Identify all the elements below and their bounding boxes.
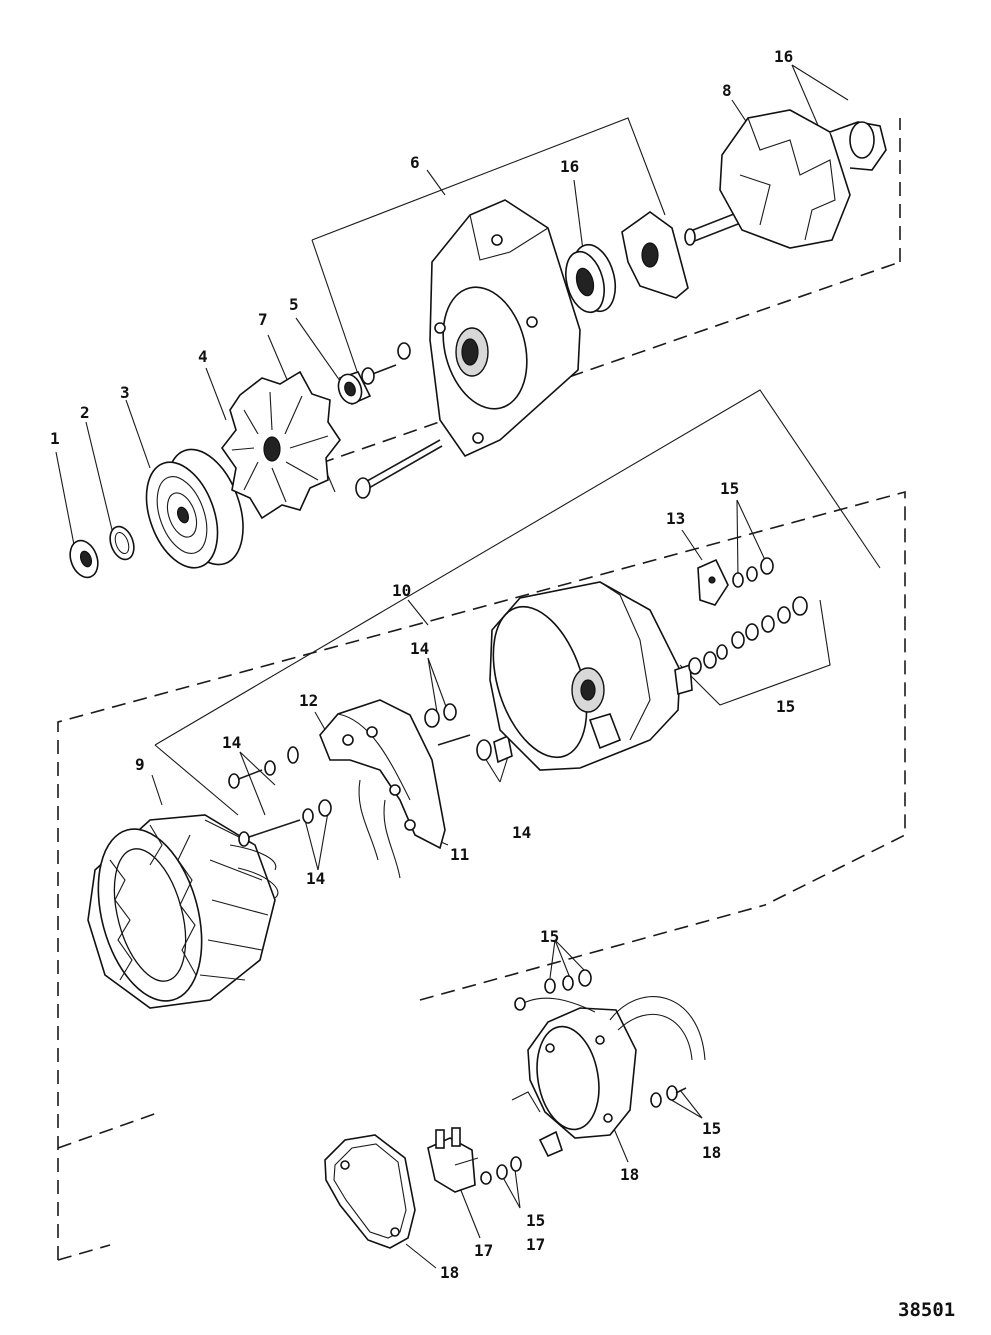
part-18-gasket bbox=[324, 1134, 416, 1249]
part-14-hardware bbox=[228, 703, 513, 847]
callout-15-lower-top: 15 bbox=[540, 927, 559, 946]
callout-16-bearing: 16 bbox=[560, 157, 579, 176]
part-17-brush-holder bbox=[427, 1127, 479, 1193]
callout-9: 9 bbox=[135, 755, 145, 774]
retainer-plate bbox=[621, 211, 689, 299]
part-15-washers-upper bbox=[688, 557, 808, 675]
callout-13: 13 bbox=[666, 509, 685, 528]
callout-3: 3 bbox=[120, 383, 130, 402]
figure-number: 38501 bbox=[898, 1299, 955, 1321]
part-1-nut bbox=[69, 539, 99, 579]
part-10-slip-ring-end-housing bbox=[489, 581, 693, 771]
callout-17-brush: 17 bbox=[526, 1235, 545, 1254]
callout-15-lower-right: 15 bbox=[702, 1119, 721, 1138]
part-13-terminal bbox=[697, 558, 729, 606]
part-2-ring bbox=[109, 525, 135, 561]
part-12-rectifier bbox=[319, 699, 446, 879]
callout-18-gasket: 18 bbox=[440, 1263, 459, 1282]
assembly-boundary bbox=[57, 118, 906, 1261]
part-8-rotor bbox=[684, 109, 887, 249]
part-5-spacer bbox=[337, 371, 372, 406]
callout-18-lower-right: 18 bbox=[702, 1143, 721, 1162]
callout-14-middle: 14 bbox=[410, 639, 429, 658]
callout-15-upper: 15 bbox=[720, 479, 739, 498]
part-16-bearing bbox=[565, 243, 617, 314]
part-3-pulley bbox=[145, 448, 244, 569]
callout-17-holder: 17 bbox=[474, 1241, 493, 1260]
part-6-drive-end-housing bbox=[429, 199, 581, 458]
callout-15-right: 15 bbox=[776, 697, 795, 716]
callout-18-housing: 18 bbox=[620, 1165, 639, 1184]
callout-14-upper-left: 14 bbox=[222, 733, 241, 752]
callout-12: 12 bbox=[299, 691, 318, 710]
part-7-bolts bbox=[355, 342, 443, 499]
callout-2: 2 bbox=[80, 403, 90, 422]
part-4-fan bbox=[221, 370, 341, 520]
callout-7: 7 bbox=[258, 310, 268, 329]
part-15-washers-lower bbox=[480, 969, 687, 1185]
bracket-lines bbox=[154, 117, 881, 816]
leader-lines bbox=[55, 64, 849, 1269]
callout-15-brush: 15 bbox=[526, 1211, 545, 1230]
part-9-stator bbox=[87, 814, 279, 1009]
callout-6: 6 bbox=[410, 153, 420, 172]
callout-8: 8 bbox=[722, 81, 732, 100]
callout-16-rotor: 16 bbox=[774, 47, 793, 66]
callout-1: 1 bbox=[50, 429, 60, 448]
callout-14-right: 14 bbox=[512, 823, 531, 842]
callout-4: 4 bbox=[198, 347, 208, 366]
callout-14-lower: 14 bbox=[306, 869, 325, 888]
callout-5: 5 bbox=[289, 295, 299, 314]
regulator-housing bbox=[511, 996, 706, 1158]
callout-10: 10 bbox=[392, 581, 411, 600]
callout-labels: 1 2 3 4 7 5 6 16 8 16 10 13 15 15 12 14 … bbox=[50, 47, 795, 1282]
callout-11: 11 bbox=[450, 845, 469, 864]
